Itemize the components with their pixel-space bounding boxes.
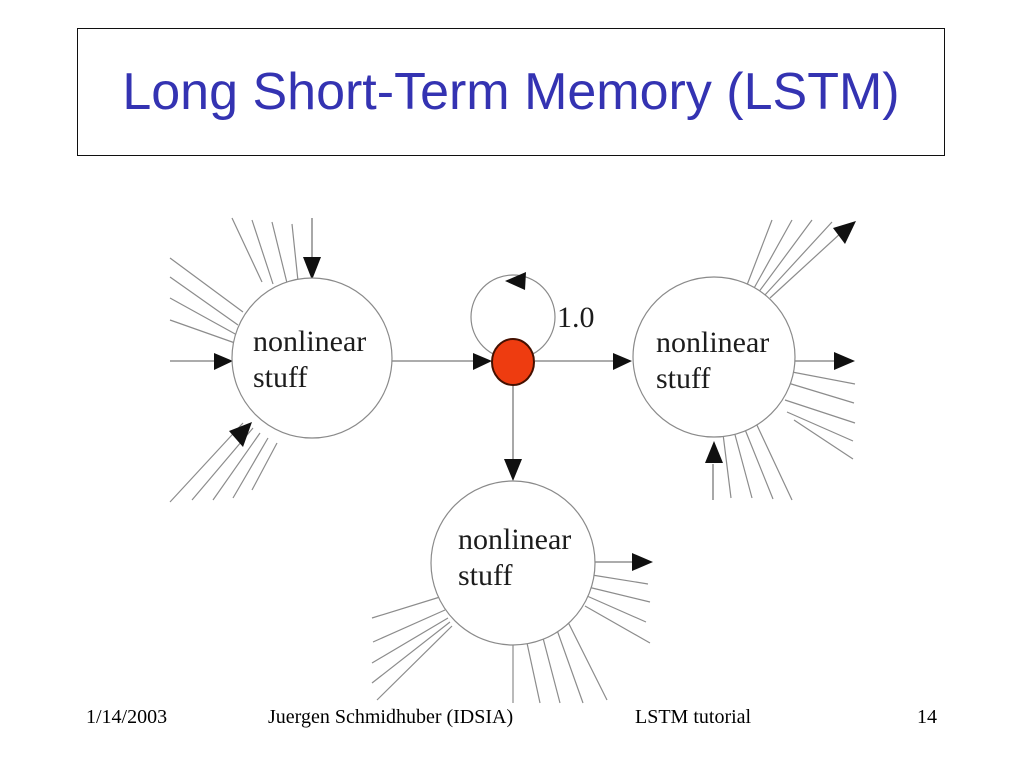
memory-cell-dot [491, 338, 535, 386]
footer-topic: LSTM tutorial [635, 706, 752, 728]
bottom-node-label-line1: nonlinear [458, 523, 571, 556]
right-node-bottom-fan-lines [722, 420, 793, 501]
left-node-top-input-arrowhead-icon [303, 257, 321, 280]
footer-date: 1/14/2003 [86, 706, 168, 728]
right-node-circle [632, 276, 796, 438]
left-node-left-fan-lines [169, 257, 244, 344]
cell-to-bottom-node-arrowhead-icon [504, 459, 522, 481]
left-node-circle [231, 277, 393, 439]
right-node-label-line2: stuff [656, 362, 710, 395]
left-node-left-input-arrowhead-icon [214, 353, 233, 370]
left-node-upper-left-fan-lines [231, 217, 299, 285]
footer-page-number: 14 [917, 706, 937, 728]
center-memory-cell: 1.0 [470, 272, 632, 481]
right-node-bottom-input-arrowhead-icon [705, 441, 723, 463]
right-nonlinear-node: nonlinear stuff [632, 219, 856, 501]
bottom-node-output-arrowhead-icon [632, 553, 653, 571]
self-loop-arrowhead-icon [505, 272, 526, 290]
right-node-upper-right-fan-lines [746, 219, 843, 299]
bottom-node-circle [430, 480, 596, 646]
bottom-node-bottom-fan-lines [512, 621, 608, 704]
bottom-nonlinear-node: nonlinear stuff [371, 480, 653, 704]
bottom-node-right-fan-lines [584, 574, 651, 644]
title-box: Long Short-Term Memory (LSTM) [77, 28, 945, 156]
right-node-output-arrowhead-icon [834, 352, 855, 370]
left-node-to-cell-arrowhead-icon [473, 353, 492, 370]
left-nonlinear-node: nonlinear stuff [169, 217, 492, 503]
left-node-label-line1: nonlinear [253, 325, 366, 358]
right-node-label-line1: nonlinear [656, 326, 769, 359]
left-node-label-line2: stuff [253, 361, 307, 394]
left-node-lower-left-fan-lines [169, 422, 278, 503]
right-node-lower-right-fan-lines [784, 371, 856, 460]
self-loop-weight-label: 1.0 [557, 301, 595, 334]
cell-to-right-node-arrowhead-icon [613, 353, 632, 370]
footer-author: Juergen Schmidhuber (IDSIA) [268, 706, 514, 728]
bottom-node-lower-left-fan-lines [371, 596, 453, 701]
right-node-upper-right-arrowhead-icon [833, 221, 856, 244]
left-node-lower-left-input-arrowhead-icon [229, 422, 252, 447]
slide-title: Long Short-Term Memory (LSTM) [122, 63, 900, 121]
bottom-node-label-line2: stuff [458, 559, 512, 592]
